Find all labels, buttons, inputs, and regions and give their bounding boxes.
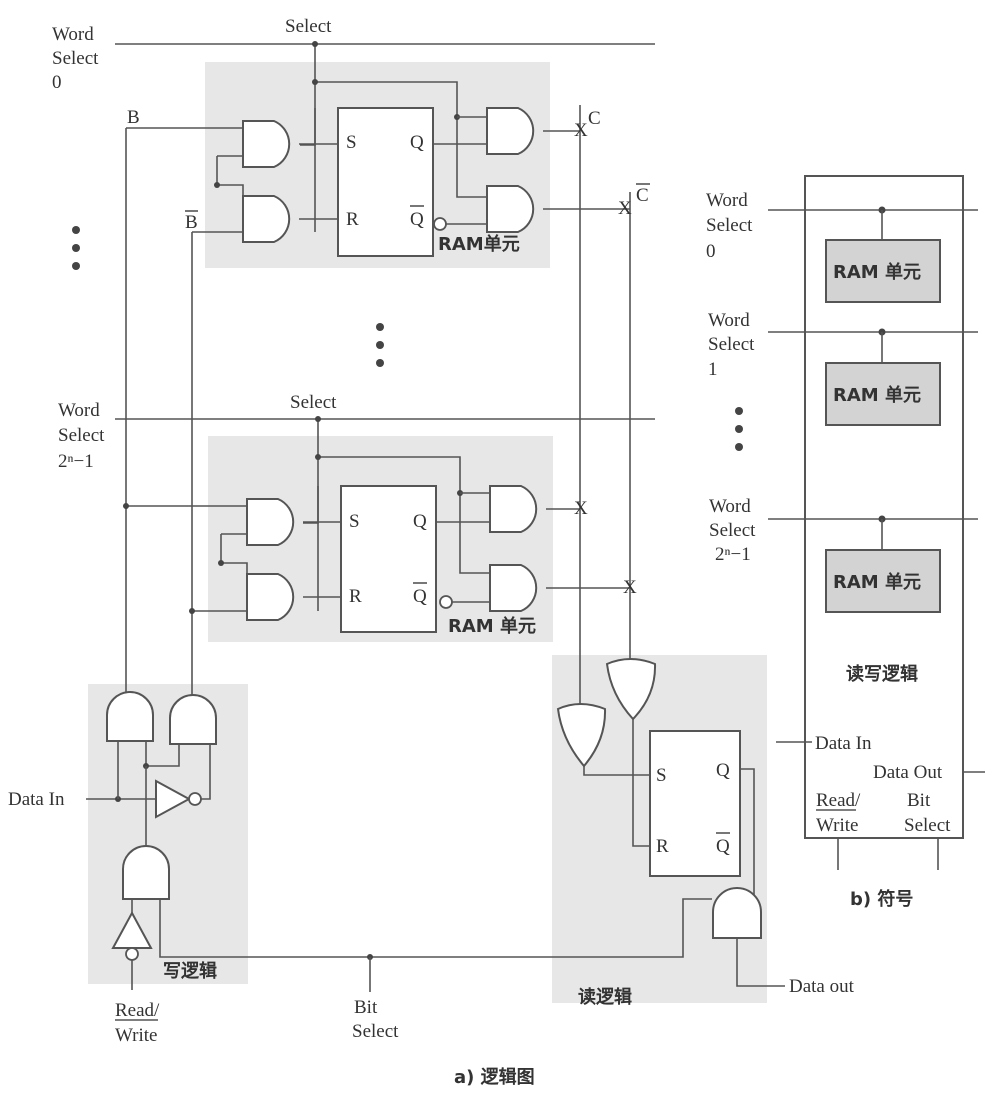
data-out-label: Data out xyxy=(789,976,855,997)
latch-r-label: R xyxy=(349,586,362,607)
word-select-n-line2: Select xyxy=(58,425,105,446)
latch-s-label: S xyxy=(656,765,667,786)
ram-cell-top-label: RAM单元 xyxy=(438,233,520,255)
latch-qbar-label: Q xyxy=(716,836,730,857)
bit-line-bbar-label: B xyxy=(185,212,198,233)
symbol-ws1-line3: 1 xyxy=(708,359,718,380)
latch-qbar-label: Q xyxy=(413,586,427,607)
data-in-label: Data In xyxy=(8,789,65,810)
read-write-line2: Write xyxy=(115,1025,158,1046)
inverting-bubble xyxy=(433,217,447,231)
and-gate xyxy=(246,573,295,621)
word-select-0-line1: Word xyxy=(52,24,94,45)
latch-s-label: S xyxy=(346,132,357,153)
latch-r-label: R xyxy=(346,209,359,230)
or-gate xyxy=(556,703,607,768)
and-gate xyxy=(246,498,295,546)
symbol-bit-select-line1: Bit xyxy=(907,790,931,811)
symbol-ram-cell-label: RAM 单元 xyxy=(833,261,921,283)
symbol-ws0-line2: Select xyxy=(706,215,753,236)
bit-select-line2: Select xyxy=(352,1021,399,1042)
latch-s-label: S xyxy=(349,511,360,532)
select-label-bottom: Select xyxy=(290,392,337,413)
word-select-lines xyxy=(115,43,655,420)
read-line-cbar-label: C xyxy=(636,185,649,206)
or-gate xyxy=(605,658,657,721)
and-gate xyxy=(242,120,291,168)
and-gate xyxy=(489,485,538,533)
ram-cell-bottom-label: RAM 单元 xyxy=(448,615,536,637)
and-gate xyxy=(169,694,217,745)
caption-logic-diagram: a) 逻辑图 xyxy=(454,1066,535,1088)
inverting-bubble xyxy=(439,595,453,609)
and-gate xyxy=(122,845,170,900)
bit-line-b-label: B xyxy=(127,107,140,128)
symbol-rw-logic-label: 读写逻辑 xyxy=(846,663,918,685)
word-select-n-line3: 2ⁿ−1 xyxy=(58,451,94,472)
symbol-read-write-line1: Read/ xyxy=(816,790,861,811)
read-write-line1: Read/ xyxy=(115,1000,160,1021)
and-gate xyxy=(486,107,535,155)
symbol-ws1-line1: Word xyxy=(708,310,750,331)
latch-r-label: R xyxy=(656,836,669,857)
ram-slice-symbol: RAM 单元 RAM 单元 RAM 单元 Word Select 0 Word … xyxy=(706,175,985,910)
symbol-ram-cell xyxy=(825,362,941,426)
logic-diagram-labels: Word Select 0 Select Select Word Select … xyxy=(8,16,855,1088)
and-gate xyxy=(489,564,538,612)
latch-qbar-label: Q xyxy=(410,209,424,230)
select-label-top: Select xyxy=(285,16,332,37)
symbol-ram-cell xyxy=(825,549,941,613)
wired-or-x: X xyxy=(618,198,632,219)
read-logic: S R Q Q 读逻辑 xyxy=(556,658,785,1008)
symbol-wsn-line2: Select xyxy=(709,520,756,541)
latch-q-label: Q xyxy=(413,511,427,532)
symbol-ws1-line2: Select xyxy=(708,334,755,355)
symbol-data-in-label: Data In xyxy=(815,733,872,754)
bit-select-line1: Bit xyxy=(354,997,378,1018)
symbol-wsn-line1: Word xyxy=(709,496,751,517)
inverter xyxy=(155,779,192,819)
ram-cell-bottom: S R Q Q X X RAM 单元 xyxy=(123,416,637,637)
sr-latch xyxy=(340,485,437,633)
symbol-data-out-label: Data Out xyxy=(873,762,943,783)
sr-latch xyxy=(649,730,741,877)
symbol-read-write-line2: Write xyxy=(816,815,859,836)
write-logic: 写逻辑 xyxy=(86,690,712,992)
wired-or-x: X xyxy=(574,120,588,141)
symbol-bit-select-line2: Select xyxy=(904,815,951,836)
symbol-ram-cell-label: RAM 单元 xyxy=(833,384,921,406)
bit-lines xyxy=(125,128,193,690)
symbol-ws0-line1: Word xyxy=(706,190,748,211)
inverting-bubble xyxy=(188,792,202,806)
word-select-0-line3: 0 xyxy=(52,72,62,93)
latch-q-label: Q xyxy=(410,132,424,153)
symbol-wsn-line3: 2ⁿ−1 xyxy=(715,544,751,565)
and-gate xyxy=(712,887,762,939)
write-logic-label: 写逻辑 xyxy=(163,960,217,982)
word-select-n-line1: Word xyxy=(58,400,100,421)
read-bus-lines xyxy=(579,105,631,711)
symbol-ws0-line3: 0 xyxy=(706,241,716,262)
ram-cell-top: S R Q Q X X RAM单元 xyxy=(126,41,632,257)
wired-or-x: X xyxy=(623,577,637,598)
and-gate xyxy=(106,691,154,742)
and-gate xyxy=(486,185,535,233)
latch-q-label: Q xyxy=(716,760,730,781)
read-line-c-label: C xyxy=(588,108,601,129)
wired-or-x: X xyxy=(574,498,588,519)
caption-symbol: b) 符号 xyxy=(850,888,913,910)
symbol-ram-cell xyxy=(825,239,941,303)
read-logic-label: 读逻辑 xyxy=(578,986,632,1008)
sr-latch xyxy=(337,107,434,257)
symbol-ram-cell-label: RAM 单元 xyxy=(833,571,921,593)
word-select-0-line2: Select xyxy=(52,48,99,69)
and-gate xyxy=(242,195,291,243)
inverting-bubble xyxy=(125,947,139,961)
